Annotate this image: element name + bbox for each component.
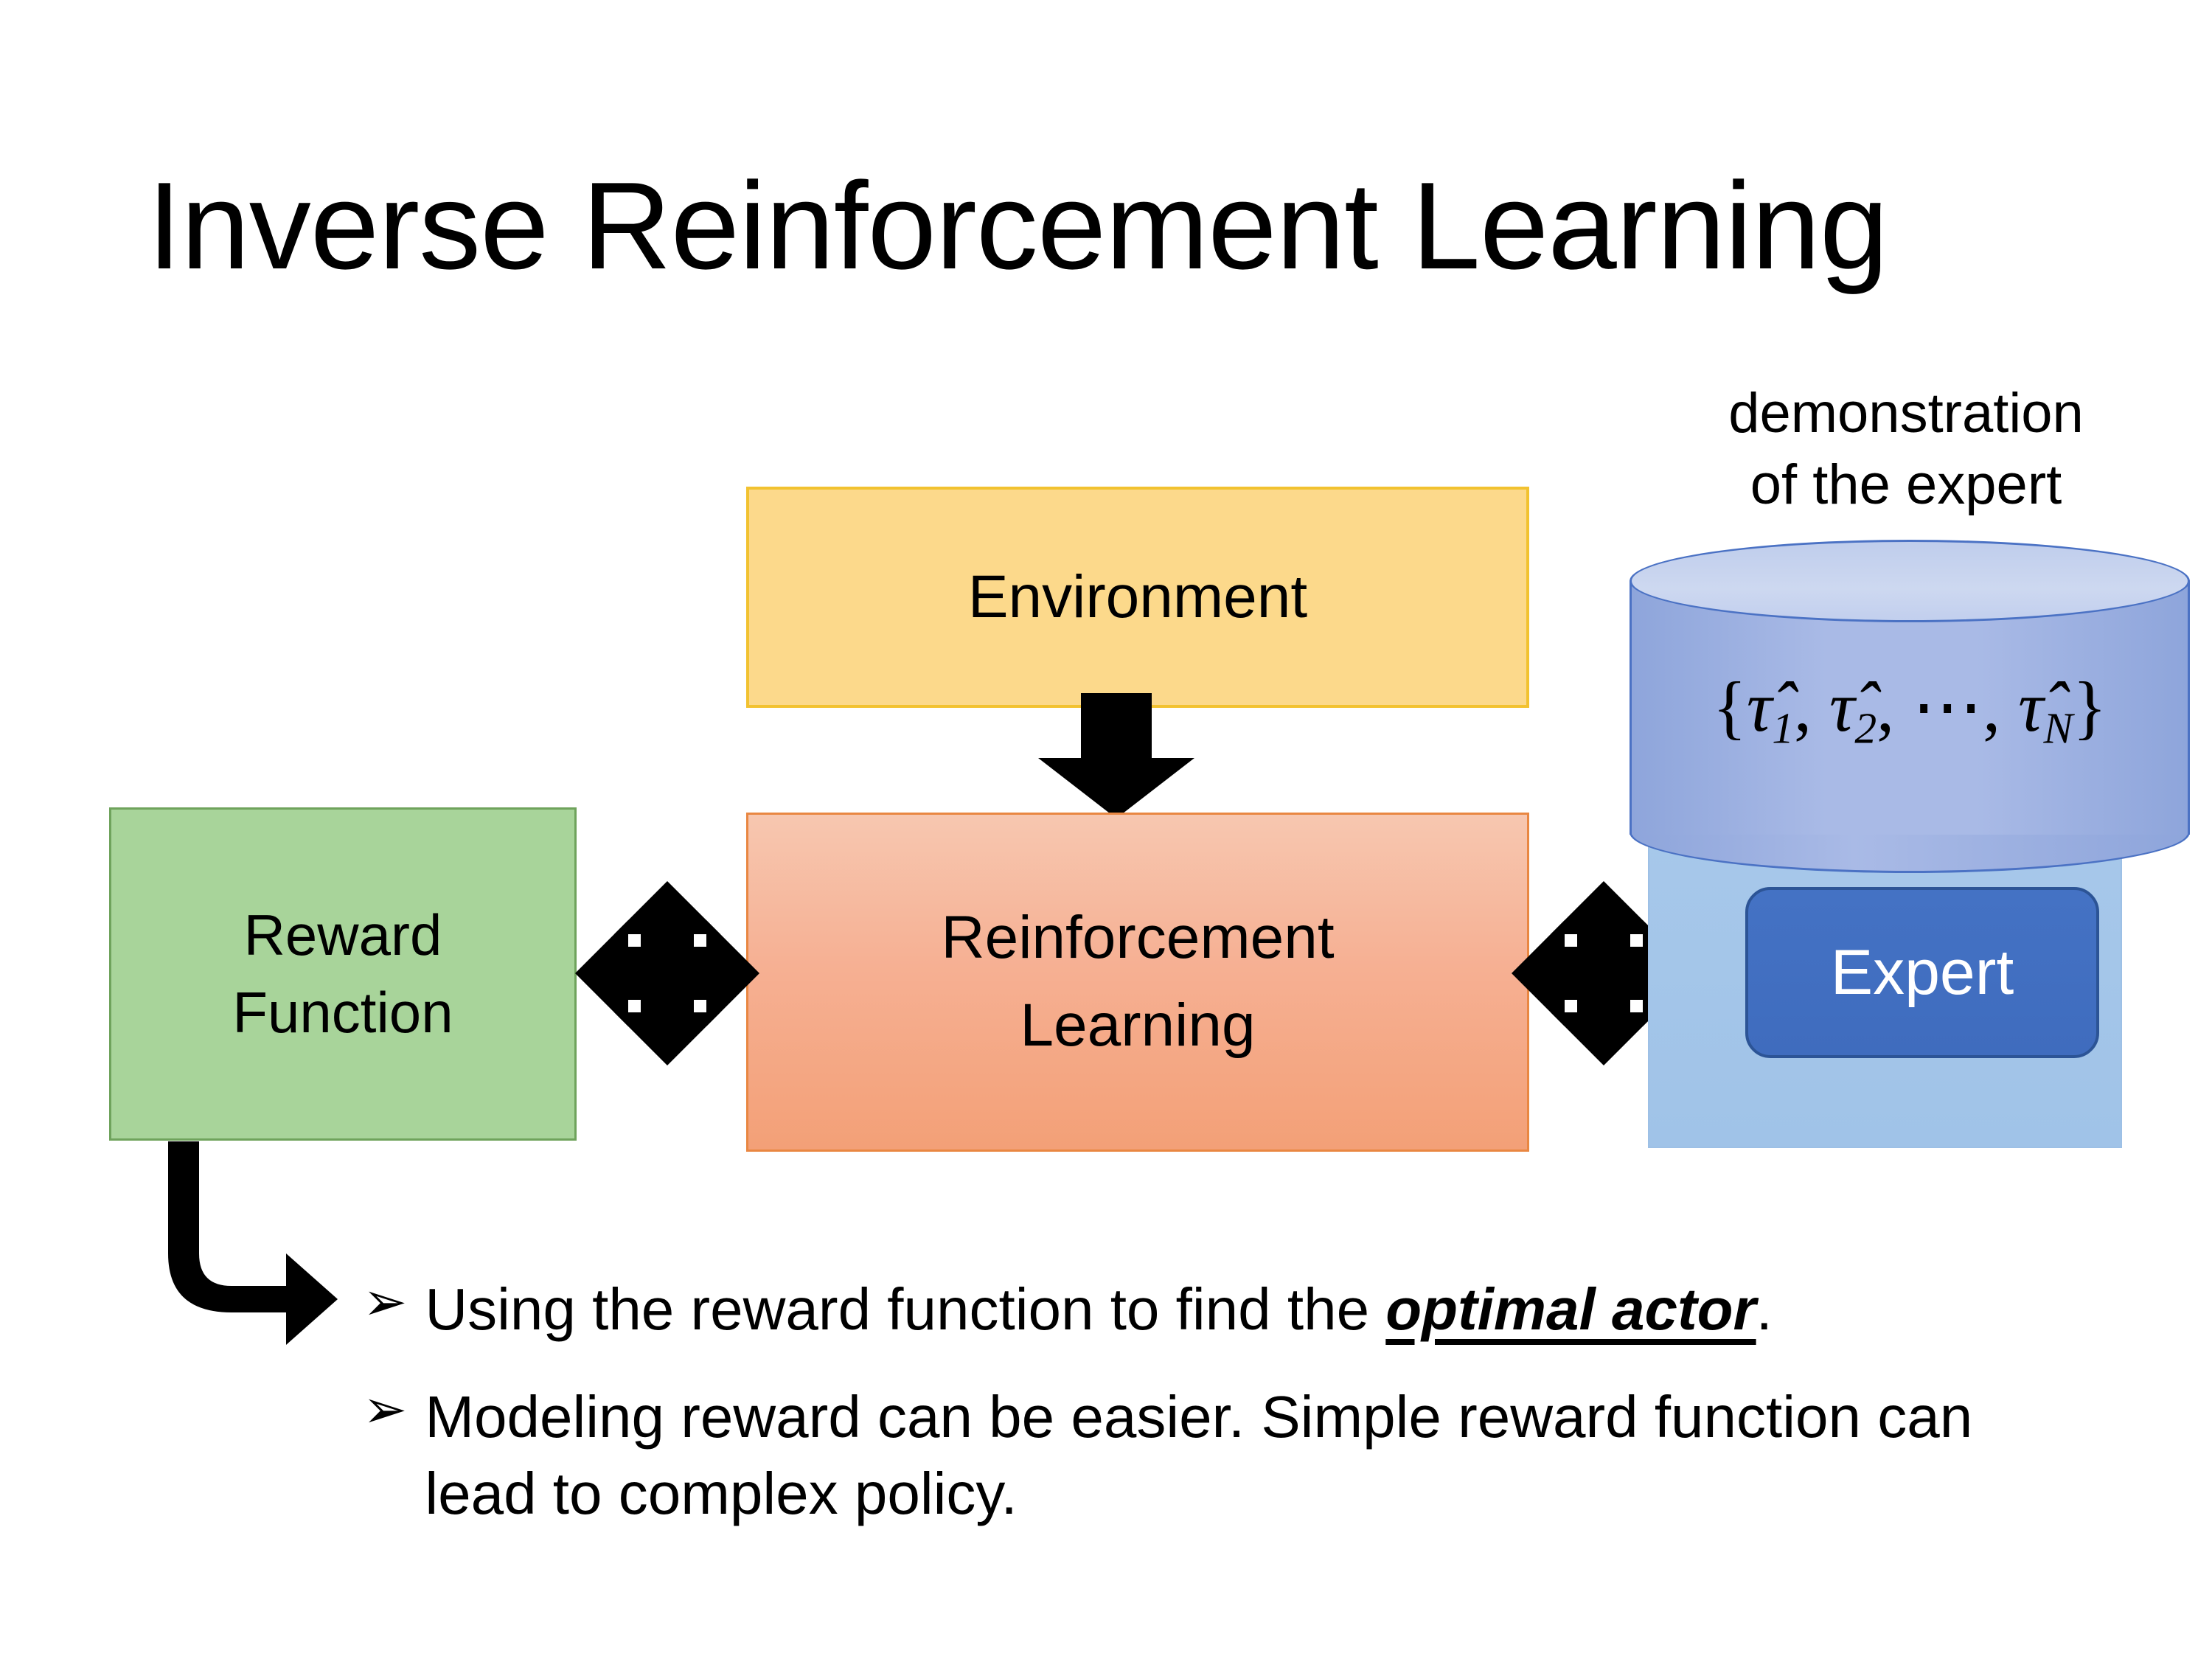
demonstration-caption: demonstration of the expert bbox=[1633, 378, 2179, 521]
arrow-left-right-icon bbox=[575, 881, 759, 1065]
demonstration-caption-line2: of the expert bbox=[1750, 453, 2062, 517]
node-reward-label-line2: Function bbox=[232, 980, 453, 1045]
bullet-text-before: Using the reward function to find the bbox=[425, 1276, 1386, 1342]
bullet-text: Using the reward function to find the op… bbox=[425, 1271, 1773, 1348]
bullet-emphasis: optimal actor bbox=[1385, 1276, 1756, 1342]
formula-open-brace: { bbox=[1712, 667, 1747, 746]
list-item: ➢ Using the reward function to find the … bbox=[363, 1271, 2088, 1348]
demonstration-caption-line1: demonstration bbox=[1728, 382, 2084, 445]
bullet-text: Modeling reward can be easier. Simple re… bbox=[425, 1384, 1973, 1526]
page-title: Inverse Reinforcement Learning bbox=[147, 156, 1889, 295]
node-environment: Environment bbox=[746, 487, 1529, 708]
node-reward-function: Reward Function bbox=[109, 807, 577, 1141]
node-reward-label-line1: Reward bbox=[243, 902, 442, 967]
elbow-arrow-icon bbox=[168, 1141, 338, 1345]
list-item: ➢ Modeling reward can be easier. Simple … bbox=[363, 1379, 2088, 1532]
formula-term-2: τ̂ bbox=[1829, 667, 1855, 746]
cylinder-top-ellipse bbox=[1630, 540, 2190, 622]
bullet-arrow-icon: ➢ bbox=[363, 1273, 408, 1332]
cylinder-body bbox=[1630, 580, 2190, 835]
formula-sub-2: 2 bbox=[1854, 703, 1877, 753]
formula-close-brace: } bbox=[2073, 667, 2107, 746]
node-environment-label: Environment bbox=[967, 563, 1308, 630]
formula-term-1: τ̂ bbox=[1746, 667, 1773, 746]
arrow-down-icon bbox=[1038, 693, 1194, 818]
formula-term-3: τ̂ bbox=[2018, 667, 2044, 746]
node-rl-label-line2: Learning bbox=[1020, 992, 1256, 1059]
bullet-list: ➢ Using the reward function to find the … bbox=[363, 1271, 2088, 1563]
formula-sub-1: 1 bbox=[1772, 703, 1794, 753]
formula-sub-3: N bbox=[2043, 703, 2073, 753]
trajectory-set-formula: {τ̂1, τ̂2, ⋯, τ̂N} bbox=[1630, 665, 2190, 754]
bullet-text-after: . bbox=[1756, 1276, 1773, 1342]
demonstration-cylinder: {τ̂1, τ̂2, ⋯, τ̂N} bbox=[1630, 540, 2190, 873]
node-reinforcement-learning: Reinforcement Learning bbox=[746, 813, 1529, 1152]
formula-sep-1: , bbox=[1793, 667, 1829, 746]
node-expert: Expert bbox=[1745, 887, 2099, 1058]
node-rl-label-line1: Reinforcement bbox=[941, 904, 1335, 972]
formula-sep-2: , ⋯, bbox=[1877, 667, 2019, 746]
bullet-arrow-icon: ➢ bbox=[363, 1380, 408, 1439]
node-expert-label: Expert bbox=[1830, 936, 2014, 1008]
